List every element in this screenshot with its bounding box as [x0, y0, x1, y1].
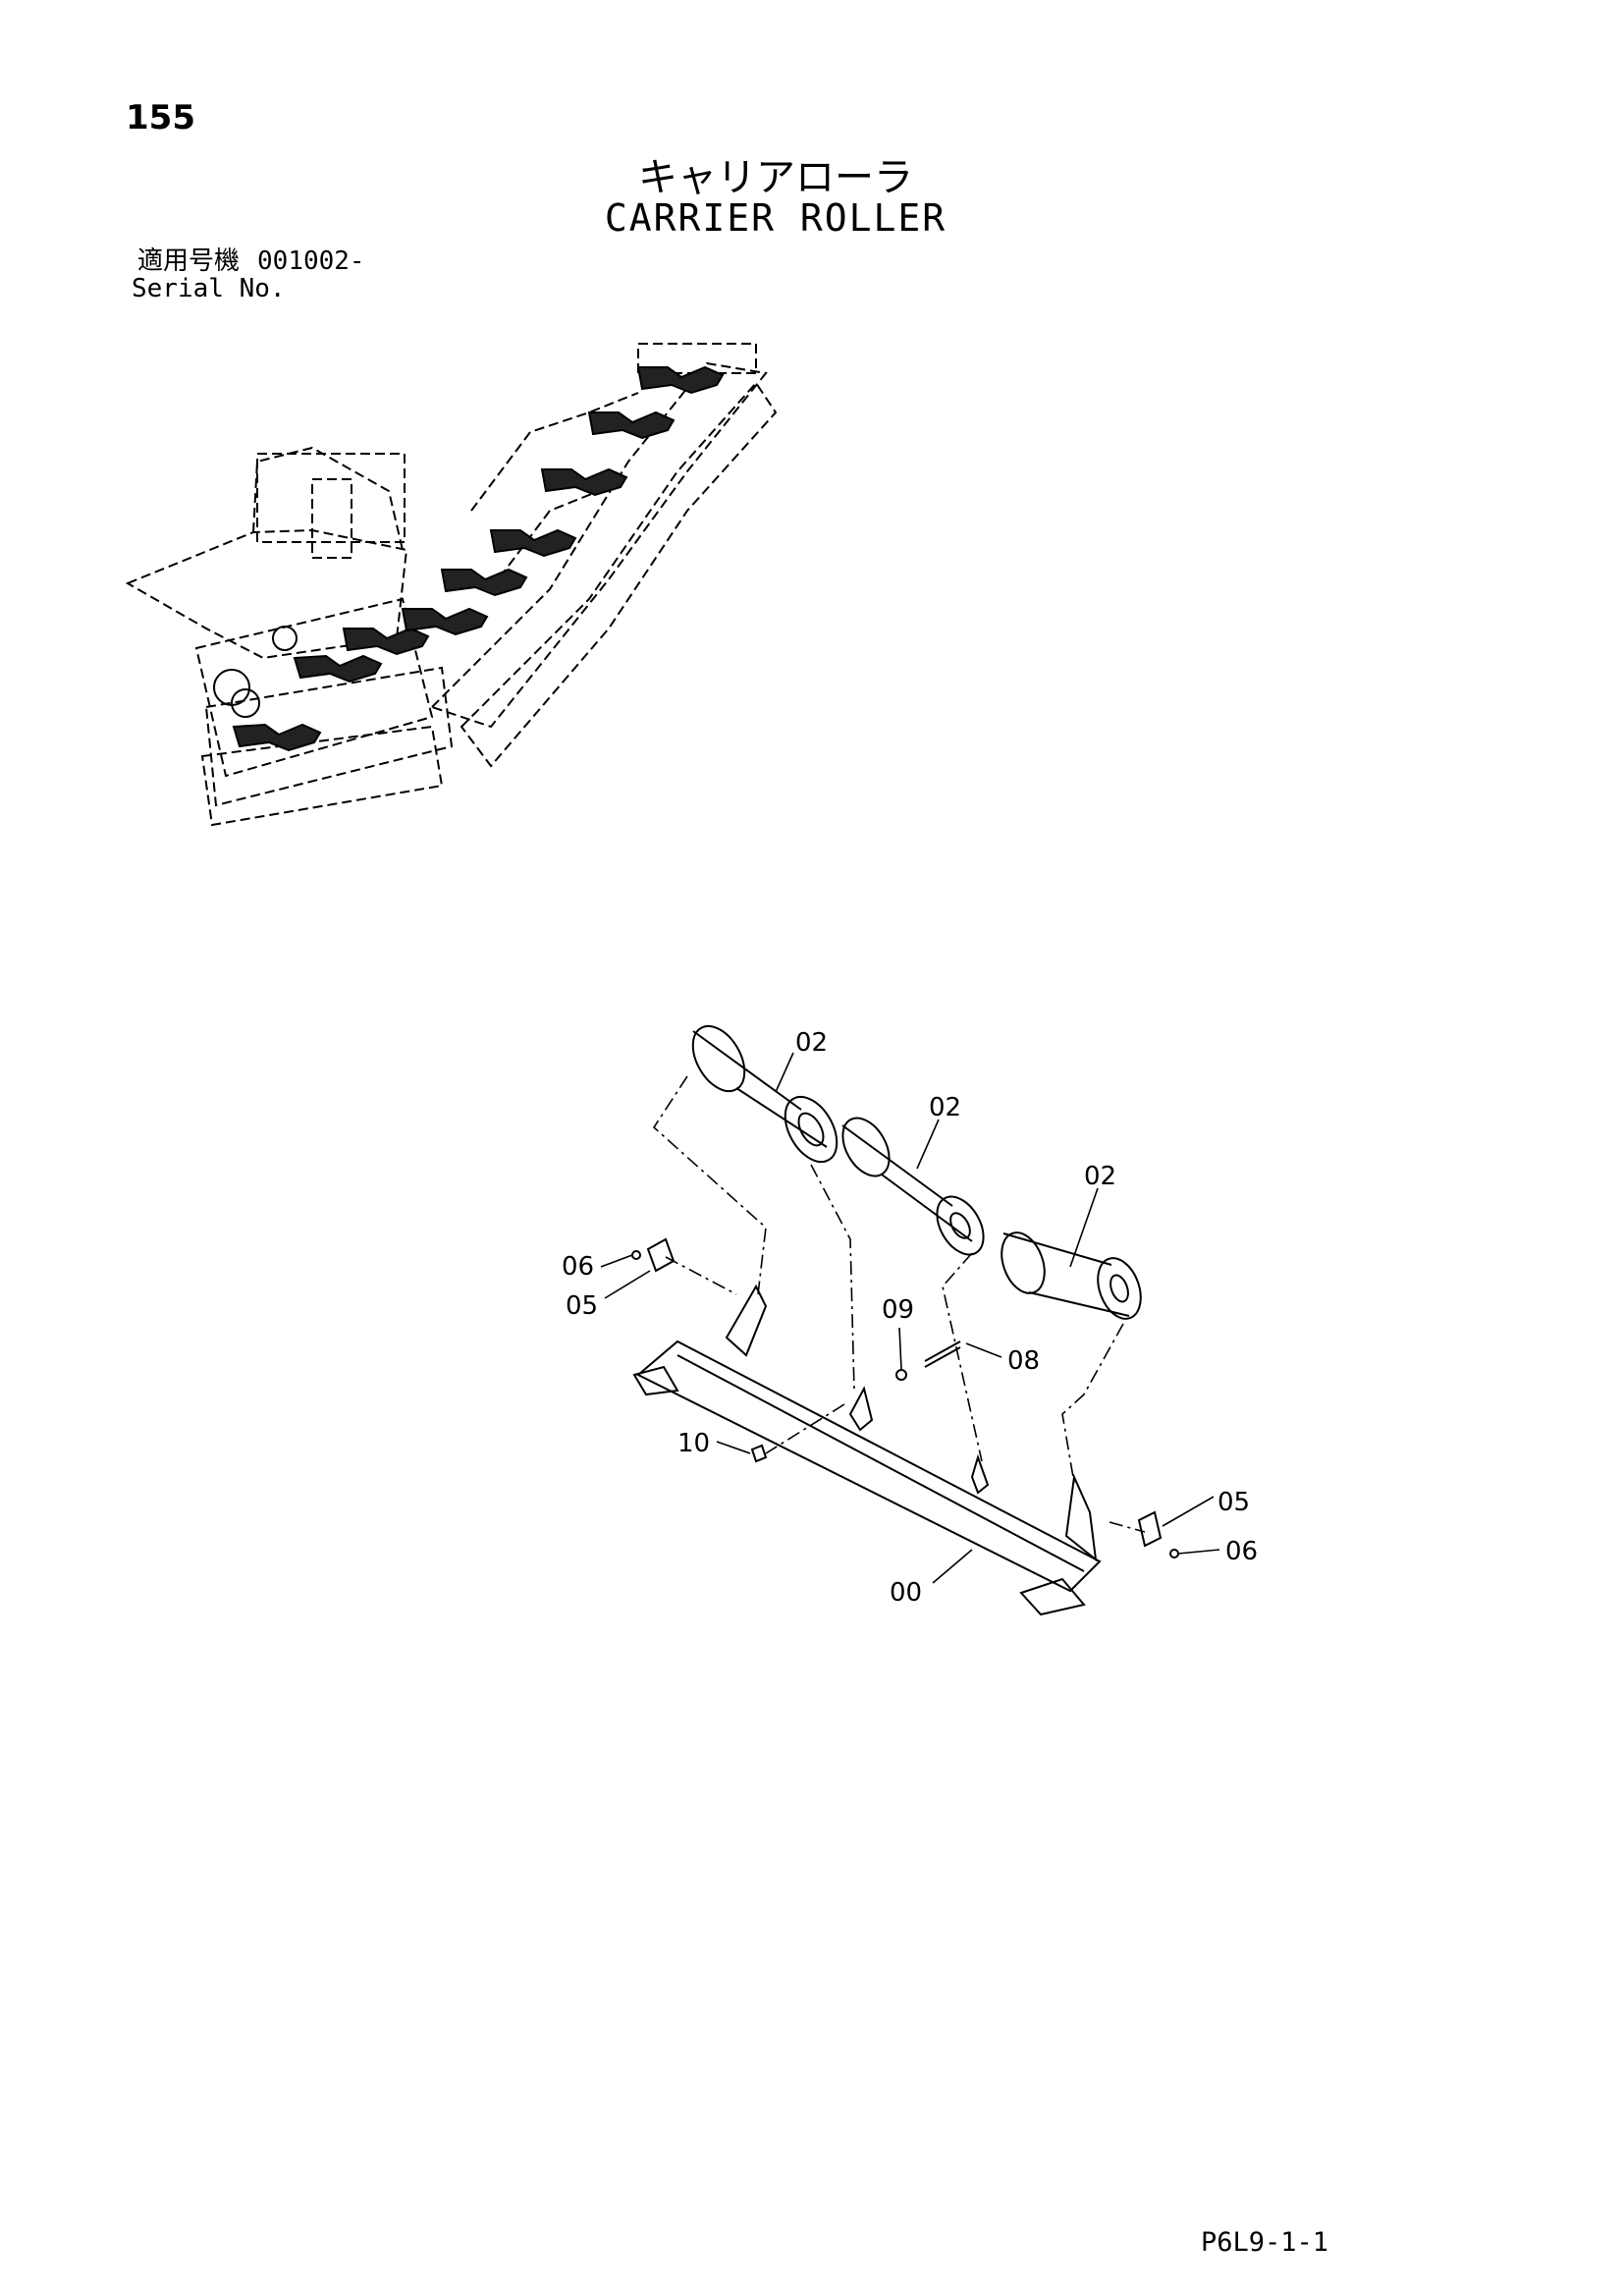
callout-frame: 00 [890, 1578, 922, 1608]
callout-washer: 09 [882, 1295, 914, 1325]
callout-plate-right: 05 [1217, 1488, 1250, 1517]
callout-nut: 10 [677, 1429, 710, 1458]
callout-plate-left: 05 [566, 1291, 598, 1321]
serial-label-en: Serial No. [132, 274, 286, 303]
roller-2 [841, 1117, 985, 1256]
plate-left [646, 1237, 676, 1273]
callout-roller-3: 02 [1084, 1162, 1116, 1191]
page-number: 155 [126, 98, 195, 137]
title-japanese: キャリアローラ [638, 155, 913, 200]
nut [750, 1444, 768, 1463]
callout-bolt-right: 06 [1225, 1537, 1258, 1566]
callout-pin: 08 [1007, 1346, 1040, 1376]
serial-block: 適用号機 001002- Serial No. [132, 246, 365, 302]
callout-roller-1: 02 [795, 1028, 828, 1058]
plate-right [1137, 1510, 1163, 1548]
frame [632, 1284, 1102, 1616]
callout-bolt-left: 06 [562, 1252, 594, 1282]
callout-roller-2: 02 [929, 1093, 961, 1122]
roller-3 [1001, 1231, 1142, 1320]
pin [924, 1340, 961, 1362]
washer [895, 1369, 907, 1381]
serial-label-jp: 適用号機 [137, 246, 241, 276]
serial-value: 001002- [257, 246, 365, 276]
title-english: CARRIER ROLLER [604, 196, 947, 240]
roller-1 [691, 1024, 839, 1164]
footer-code: P6L9-1-1 [1200, 2227, 1328, 2258]
